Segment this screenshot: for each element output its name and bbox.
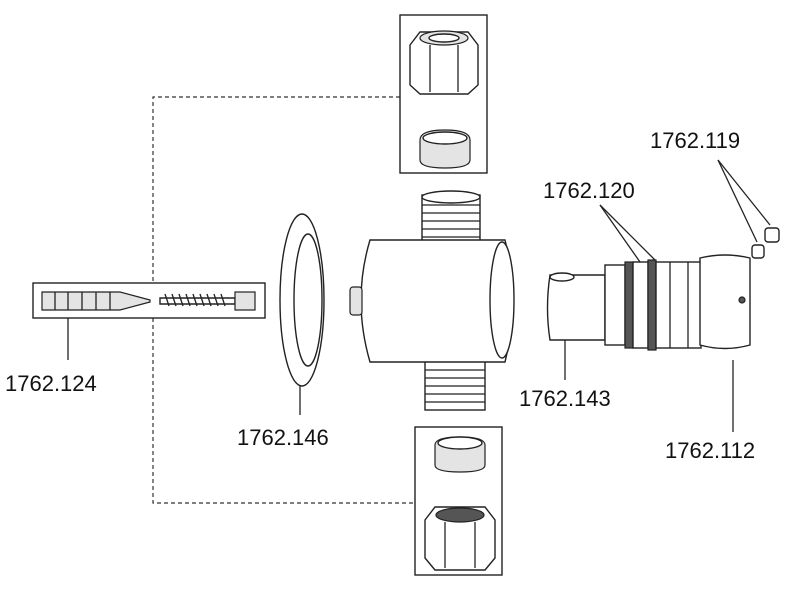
dashed-connector [152, 96, 415, 504]
top-compression-fitting [399, 14, 488, 174]
bottom-compression-fitting [414, 426, 503, 576]
label-1762-120: 1762.120 [543, 178, 635, 203]
label-1762-112: 1762.112 [665, 438, 755, 463]
label-1762-119: 1762.119 [650, 128, 740, 153]
caps [717, 159, 780, 259]
rosette [279, 213, 325, 415]
cartridge [546, 204, 751, 432]
wall-anchor-and-screw [32, 282, 266, 360]
label-1762-124: 1762.124 [5, 371, 97, 396]
valve-body [349, 190, 515, 411]
label-1762-146: 1762.146 [237, 425, 329, 450]
label-1762-143: 1762.143 [519, 386, 611, 411]
